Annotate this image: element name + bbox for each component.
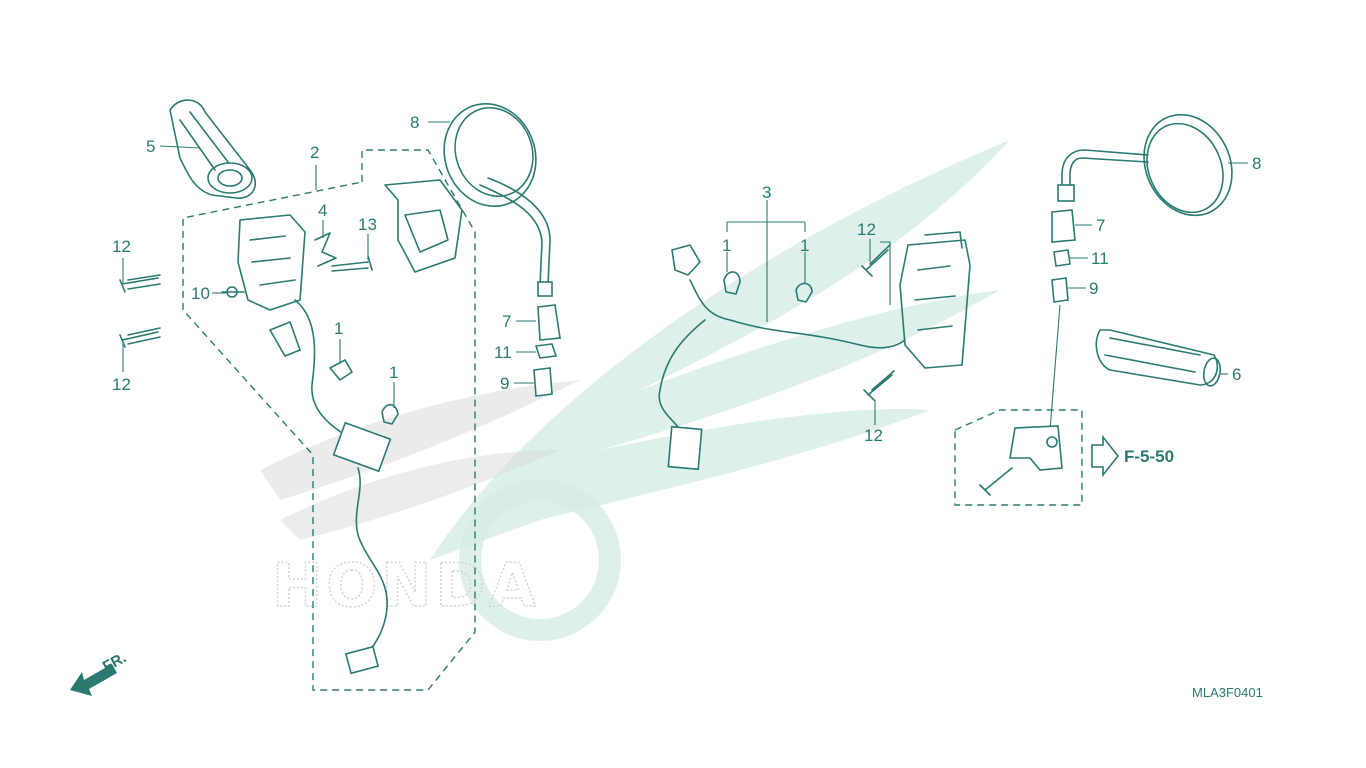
screw-12-lower-left bbox=[119, 327, 161, 348]
mirror-cap-7-left bbox=[537, 304, 561, 341]
spring-4 bbox=[314, 232, 337, 267]
callout-9-left: 9 bbox=[500, 374, 509, 393]
right-wire-harness-3 bbox=[658, 244, 906, 471]
callout-12-upper-left: 12 bbox=[112, 237, 131, 256]
screw-13 bbox=[331, 255, 373, 272]
callout-1-left-a: 1 bbox=[334, 319, 343, 338]
callout-1-center-b: 1 bbox=[800, 236, 809, 255]
left-wire-harness bbox=[269, 299, 392, 675]
leader-lines bbox=[122, 121, 1248, 425]
screw-10 bbox=[221, 286, 245, 298]
callout-2: 2 bbox=[310, 143, 319, 162]
left-assembly-dashed-outline bbox=[182, 149, 476, 691]
honda-wing-watermark bbox=[260, 140, 1010, 641]
hollow-right-arrow-icon bbox=[1091, 434, 1120, 478]
screw-12-upper-left bbox=[119, 274, 161, 293]
front-direction-marker: FR. bbox=[70, 649, 129, 696]
callout-7-right: 7 bbox=[1096, 216, 1105, 235]
mirror-left-8 bbox=[443, 102, 553, 297]
callout-4: 4 bbox=[318, 201, 327, 220]
handle-grip-6 bbox=[1095, 329, 1222, 387]
callout-12-lower-left: 12 bbox=[112, 375, 131, 394]
callout-9-right: 9 bbox=[1089, 279, 1098, 298]
callout-12-center-upper: 12 bbox=[857, 220, 876, 239]
wire-clip-center-b bbox=[795, 282, 813, 303]
callout-11-left: 11 bbox=[494, 343, 512, 362]
mirror-bracket bbox=[979, 425, 1063, 496]
screw-12-center-upper bbox=[861, 244, 891, 277]
callout-8-left: 8 bbox=[410, 113, 419, 132]
mirror-right-8 bbox=[1057, 113, 1233, 217]
callout-3: 3 bbox=[762, 183, 771, 202]
nut-11-left bbox=[534, 343, 558, 359]
front-arrow-icon bbox=[70, 664, 117, 696]
callout-12-center-lower: 12 bbox=[864, 426, 883, 445]
nut-11-right bbox=[1053, 249, 1071, 267]
wire-clip-center-a bbox=[723, 271, 741, 295]
adapter-9-right bbox=[1051, 277, 1069, 303]
screw-12-center-lower bbox=[863, 370, 895, 401]
callout-13: 13 bbox=[358, 215, 377, 234]
throttle-grip-5 bbox=[169, 99, 256, 199]
right-switch-housing bbox=[899, 231, 971, 369]
bracket-dashed-outline bbox=[954, 409, 1083, 506]
left-switch-housing bbox=[237, 179, 463, 311]
reference-label: F-5-50 bbox=[1124, 447, 1174, 466]
mirror-rod-right bbox=[1049, 304, 1061, 431]
wire-clip-left-a bbox=[329, 359, 353, 381]
callout-8-right: 8 bbox=[1252, 154, 1261, 173]
callout-1-center-a: 1 bbox=[722, 236, 731, 255]
callout-11-right: 11 bbox=[1091, 249, 1109, 268]
callout-7-left: 7 bbox=[502, 312, 511, 331]
callout-10: 10 bbox=[191, 284, 210, 303]
diagram-code: MLA3F0401 bbox=[1192, 685, 1263, 700]
callout-5: 5 bbox=[146, 137, 155, 156]
honda-watermark-text: HONDA bbox=[272, 551, 540, 621]
mirror-cap-7-right bbox=[1051, 209, 1076, 243]
callout-1-left-b: 1 bbox=[389, 363, 398, 382]
callout-6: 6 bbox=[1232, 365, 1241, 384]
adapter-9-left bbox=[533, 367, 553, 397]
